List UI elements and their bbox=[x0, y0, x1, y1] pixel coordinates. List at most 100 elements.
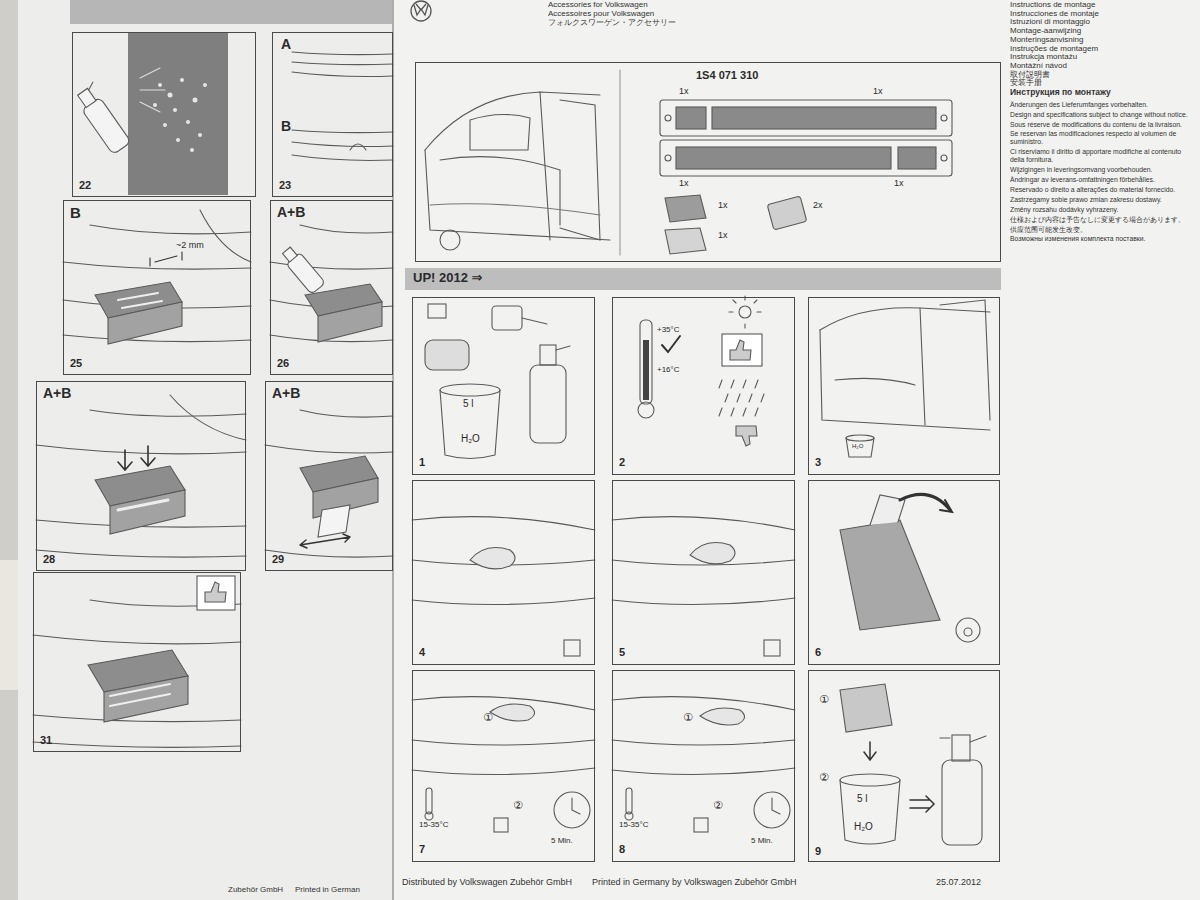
step-number: 8 bbox=[619, 843, 625, 855]
panel-text: ② bbox=[713, 799, 723, 811]
panel-text: H₂O bbox=[461, 433, 480, 444]
step-panel: 4 bbox=[412, 480, 595, 665]
step-number: 4 bbox=[419, 646, 425, 658]
panel-text: 1x bbox=[679, 179, 689, 189]
disclaimer-note: Design and specifications subject to cha… bbox=[1010, 111, 1196, 119]
panel-text: 5 Min. bbox=[551, 837, 573, 846]
panel-text: 5 Min. bbox=[751, 837, 773, 846]
panel-text: ~2 mm bbox=[176, 241, 204, 251]
disclaimer-note: Ändringar av leverans-omfattningen förbe… bbox=[1010, 176, 1196, 184]
step-number: 28 bbox=[43, 553, 55, 565]
panel-text: A+B bbox=[272, 386, 300, 401]
panel-text: B bbox=[70, 205, 81, 222]
step-panel: ① 15-35°C ② 5 Min. 7 bbox=[412, 670, 595, 862]
disclaimer-note: Ci riserviamo il diritto di apportare mo… bbox=[1010, 148, 1196, 164]
language-heading: 安装手册 bbox=[1010, 79, 1196, 88]
step-panel: 22 bbox=[72, 32, 256, 197]
panel-text: ① bbox=[483, 711, 493, 723]
step-panel: A B 23 bbox=[272, 32, 393, 197]
language-heading: Instrucciones de montaje bbox=[1010, 10, 1196, 19]
step-number: 23 bbox=[279, 179, 291, 191]
step-panel: A+B 29 bbox=[265, 381, 393, 571]
step-number: 31 bbox=[40, 734, 52, 746]
header-text: Accessories for Volkswagen bbox=[548, 1, 648, 10]
step-number: 5 bbox=[619, 646, 625, 658]
step-number: 9 bbox=[815, 845, 821, 857]
panel-text: 1x bbox=[873, 87, 883, 97]
disclaimer-note: Reservado o direito a alterações do mate… bbox=[1010, 186, 1196, 194]
step-number: 7 bbox=[419, 843, 425, 855]
disclaimer-note: Возможны изменения комплекта поставки. bbox=[1010, 235, 1196, 243]
language-heading: Montage-aanwijzing bbox=[1010, 27, 1196, 36]
language-heading: Montážní návod bbox=[1010, 62, 1196, 71]
footer-text: Printed in Germany by Volkswagen Zubehör… bbox=[592, 878, 797, 888]
panel-text: +35°C bbox=[657, 326, 680, 335]
language-column: Instructions de montageInstrucciones de … bbox=[1010, 1, 1196, 245]
step-panel: 5 l H₂O 1 bbox=[412, 297, 595, 475]
step-number: 1 bbox=[419, 456, 425, 468]
header-text: Accessoires pour Volkswagen bbox=[548, 10, 654, 19]
step-panel: A+B 26 bbox=[270, 200, 393, 375]
language-heading: 取付説明書 bbox=[1010, 71, 1196, 80]
step-number: 29 bbox=[272, 553, 284, 565]
step-number: 2 bbox=[619, 456, 625, 468]
panel-text: 1x bbox=[894, 179, 904, 189]
disclaimer-note: 供应范围可能发生改变。 bbox=[1010, 226, 1196, 234]
panel-text: A bbox=[281, 37, 291, 52]
panel-text: ① bbox=[683, 711, 693, 723]
disclaimer-note: Změny rozsahu dodávky vyhrazeny. bbox=[1010, 206, 1196, 214]
step-panel: A+B 28 bbox=[36, 381, 246, 571]
panel-text: 1x bbox=[718, 231, 728, 241]
panel-text: 5 l bbox=[463, 398, 474, 409]
footer-text: Zubehör GmbH bbox=[228, 886, 283, 895]
panel-text: A+B bbox=[277, 205, 305, 220]
step-panel: 6 bbox=[808, 480, 1000, 665]
disclaimer-note: Se reservan las modificaciones respecto … bbox=[1010, 130, 1196, 146]
panel-text: 15-35°C bbox=[419, 821, 448, 830]
disclaimer-note: Zastrzegamy sobie prawo zmian zakresu do… bbox=[1010, 196, 1196, 204]
panel-text: ② bbox=[513, 799, 523, 811]
disclaimer-note: Wijzigingen in leveringsomvang voorbehou… bbox=[1010, 166, 1196, 174]
language-heading: Istruzioni di montaggio bbox=[1010, 18, 1196, 27]
step-number: 6 bbox=[815, 646, 821, 658]
step-panel: 31 bbox=[33, 572, 241, 752]
step-panel: H₂O 3 bbox=[808, 297, 1000, 475]
panel-text: H₂O bbox=[854, 821, 873, 832]
panel-text: +16°C bbox=[657, 366, 680, 375]
panel-text: ② bbox=[819, 771, 829, 783]
language-heading: Instrukcja montażu bbox=[1010, 53, 1196, 62]
step-number: 26 bbox=[277, 357, 289, 369]
disclaimer-note: 仕様および内容は予告なしに変更する場合があります。 bbox=[1010, 216, 1196, 224]
header-text: フォルクスワーゲン・アクセサリー bbox=[548, 19, 676, 28]
panel-text: UP! 2012 ⇒ bbox=[413, 271, 482, 285]
step-panel: B ~2 mm 25 bbox=[63, 200, 251, 375]
footer-text: Printed in German bbox=[295, 886, 360, 895]
panel-text: ① bbox=[819, 693, 829, 705]
step-panel: 1S4 071 310 1x 1x 1x 1x 1x 1x 2x bbox=[415, 62, 1001, 262]
step-panel: 5 bbox=[612, 480, 795, 665]
panel-text: 15-35°C bbox=[619, 821, 648, 830]
language-heading: Инструкция по монтажу bbox=[1010, 88, 1196, 97]
step-panel: ① 15-35°C ② 5 Min. 8 bbox=[612, 670, 795, 862]
language-heading: Monteringsanvisning bbox=[1010, 36, 1196, 45]
disclaimer-note: Sous réserve de modifications du contenu… bbox=[1010, 121, 1196, 129]
panel-text: 5 l bbox=[857, 793, 868, 804]
footer-text: 25.07.2012 bbox=[936, 878, 981, 888]
panel-text: A+B bbox=[43, 386, 71, 401]
step-number: 25 bbox=[70, 357, 82, 369]
language-heading: Instruções de montagem bbox=[1010, 45, 1196, 54]
panel-text: B bbox=[281, 119, 291, 134]
disclaimer-note: Änderungen des Lieferumfanges vorbehalte… bbox=[1010, 101, 1196, 109]
panel-text: 1x bbox=[718, 201, 728, 211]
footer-text: Distributed by Volkswagen Zubehör GmbH bbox=[402, 878, 572, 888]
language-heading: Instructions de montage bbox=[1010, 1, 1196, 10]
panel-text: 1x bbox=[679, 87, 689, 97]
step-number: 22 bbox=[79, 179, 91, 191]
panel-text: 2x bbox=[813, 201, 823, 211]
panel-text: H₂O bbox=[852, 443, 863, 450]
step-panel: +35°C +16°C 2 bbox=[612, 297, 795, 475]
title-band: UP! 2012 ⇒ bbox=[405, 268, 1001, 290]
panel-text: 1S4 071 310 bbox=[696, 69, 758, 81]
step-panel: ① ② 5 l H₂O 9 bbox=[808, 670, 1000, 862]
step-number: 3 bbox=[815, 456, 821, 468]
